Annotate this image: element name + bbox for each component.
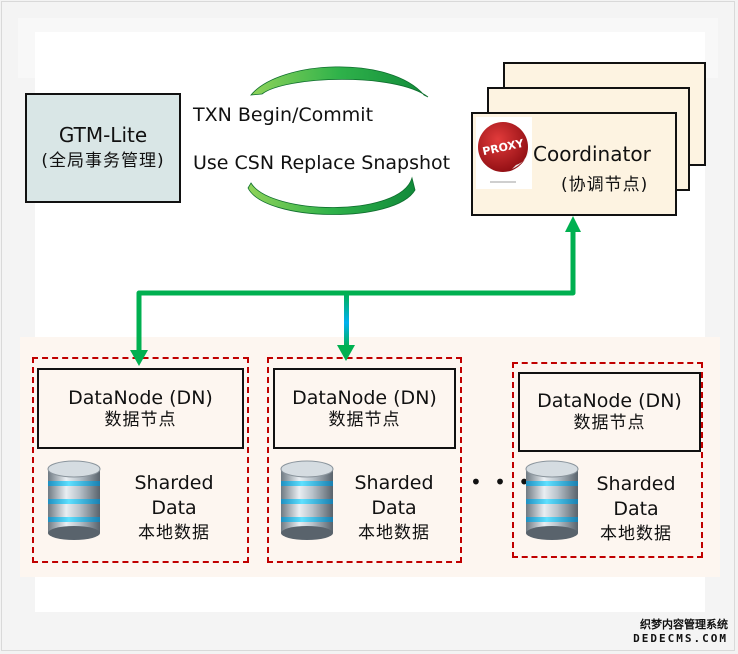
shard-line2: Data [151,497,197,519]
gtm-lite-box: GTM-Lite (全局事务管理) [25,93,181,203]
datanode-title: DataNode (DN) [292,386,437,409]
coordinator-title: Coordinator [533,142,651,166]
coordinator-box: PROXY Coordinator (协调节点) [471,112,677,216]
curved-arrow-bottom [247,176,416,215]
shard-line2: Data [613,498,659,520]
arrowhead-to-datanode-1 [130,350,148,366]
gtm-title: GTM-Lite [58,123,148,147]
datanode-subtitle: 数据节点 [573,413,646,433]
datanode-group-2: DataNode (DN) 数据节点 Sharded Data 本地数据 [267,357,462,563]
datanode-title: DataNode (DN) [68,386,213,409]
database-icon [44,459,104,541]
watermark: 织梦内容管理系统 DEDECMS.COM [633,618,728,646]
csn-replace-snapshot-label: Use CSN Replace Snapshot [193,152,451,174]
arrowhead-to-datanode-2 [337,345,355,361]
watermark-url: DEDECMS.COM [633,632,728,645]
datanode-box: DataNode (DN) 数据节点 [37,368,244,449]
shard-line2: Data [371,497,417,519]
shard-cn: 本地数据 [138,523,210,543]
datanode-group-1: DataNode (DN) 数据节点 Sharded Data 本地数据 [32,357,249,563]
datanode-box: DataNode (DN) 数据节点 [273,368,456,449]
database-icon [277,459,337,541]
shard-line1: Sharded [354,472,434,494]
coordinator-subtitle: (协调节点) [561,175,649,195]
connector-drop-datanode-2 [344,293,349,347]
shard-cn: 本地数据 [358,523,430,543]
txn-begin-commit-label: TXN Begin/Commit [193,104,374,126]
shard-cn: 本地数据 [600,524,672,544]
datanode-group-3: DataNode (DN) 数据节点 Sharded Data 本地数据 [512,362,703,558]
database-icon [522,459,582,541]
sharded-data-label: Sharded Data 本地数据 [576,472,696,547]
curved-arrow-top [250,66,429,98]
datanode-box: DataNode (DN) 数据节点 [518,372,701,452]
sharded-data-label: Sharded Data 本地数据 [334,471,454,546]
sharded-data-label: Sharded Data 本地数据 [114,471,234,546]
shard-line1: Sharded [134,472,214,494]
connector-bus [136,228,576,352]
gtm-subtitle: (全局事务管理) [41,151,165,171]
shard-line1: Sharded [596,473,676,495]
datanode-subtitle: 数据节点 [104,409,177,430]
arrowhead-to-coordinator [565,216,581,232]
watermark-line1: 织梦内容管理系统 [640,618,728,631]
datanode-subtitle: 数据节点 [328,409,401,430]
proxy-icon: PROXY [476,117,532,189]
more-datanodes-ellipsis: • • • [470,470,534,494]
datanode-title: DataNode (DN) [537,390,682,412]
